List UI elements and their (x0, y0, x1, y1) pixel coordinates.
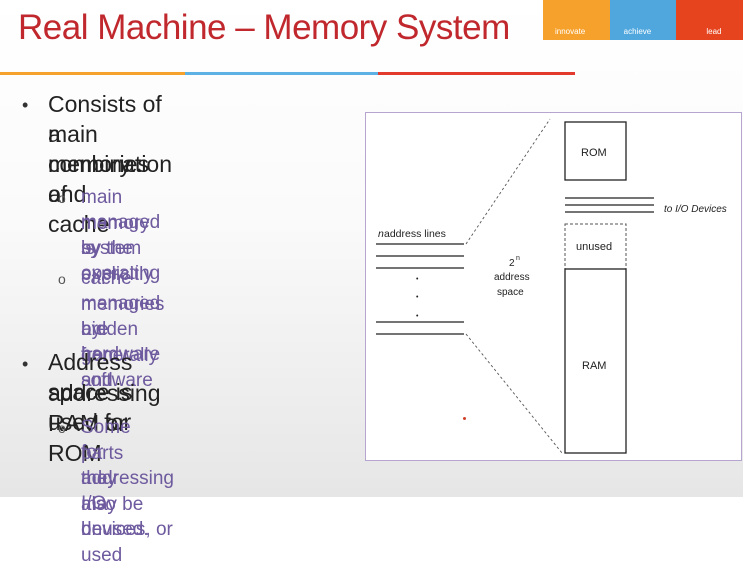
address-lines-label: address lines (384, 228, 446, 240)
bullet-2-line-1: Address space is used for (48, 349, 133, 435)
sub-bullet-2-line-2: managed by hardware and (81, 293, 161, 391)
title-rule-blue (185, 72, 378, 75)
bullet-1-line-3: memories (48, 151, 149, 177)
address-space-base: 2 (509, 258, 515, 269)
rom-label: ROM (581, 147, 607, 159)
brand-segment-achieve: achieve (609, 0, 677, 40)
sub-bullet-marker: o (58, 190, 66, 206)
ram-block (564, 268, 627, 454)
sub-bullet-marker: o (58, 420, 66, 436)
unused-block (564, 223, 627, 270)
address-space-word-2: space (497, 287, 524, 298)
brand-banner: innovate achieve lead (543, 0, 743, 40)
continuation-dot: • (416, 276, 419, 283)
bullet-marker: • (22, 95, 29, 115)
sub-bullet-1-line-2: managed by the operating (81, 212, 161, 284)
bullet-1-line-1: Consists of a combination of (48, 91, 173, 207)
address-lines-n-label: n (378, 228, 384, 240)
brand-label-achieve: achieve (623, 27, 652, 36)
io-devices-label: to I/O Devices (664, 204, 727, 215)
brand-label-lead: lead (706, 27, 722, 36)
address-lines-bus (376, 243, 464, 335)
sub-bullet-3-line-3: they may be unused. (81, 468, 149, 540)
sub-bullet-marker: o (58, 271, 66, 287)
continuation-dot: • (416, 294, 419, 301)
brand-label-innovate: innovate (555, 27, 586, 36)
title-rule-orange (0, 72, 185, 75)
brand-segment-innovate: innovate (543, 0, 610, 40)
bullet-marker: • (22, 354, 29, 374)
sub-bullet-2-line-1: cache memories are generally (81, 268, 165, 366)
unused-label: unused (576, 241, 612, 253)
title-rule-red (378, 72, 575, 75)
address-space-word-1: address (494, 272, 530, 283)
brand-segment-lead: lead (676, 0, 743, 40)
continuation-dot: • (416, 313, 419, 320)
ram-label: RAM (582, 360, 606, 372)
stray-mark (463, 417, 466, 420)
bullet-1-line-2: main memory and cache (48, 121, 132, 237)
rom-block (564, 121, 627, 181)
sub-bullet-2-line-3: hidden from software (81, 319, 153, 391)
address-space-expansion-lines (465, 118, 563, 454)
memory-diagram-svg: n address lines • • • 2 n address space … (376, 118, 727, 454)
sub-bullet-1-line-3: system (81, 238, 142, 259)
address-space-exponent: n (516, 255, 520, 262)
memory-diagram: n address lines • • • 2 n address space … (365, 112, 742, 461)
slide-title: Real Machine – Memory System (18, 8, 510, 47)
io-lines (565, 197, 654, 213)
sub-bullet-1-line-1: main memory is explicitly (81, 187, 153, 285)
bullet-2-line-2: addressing RAM or ROM (48, 380, 161, 466)
